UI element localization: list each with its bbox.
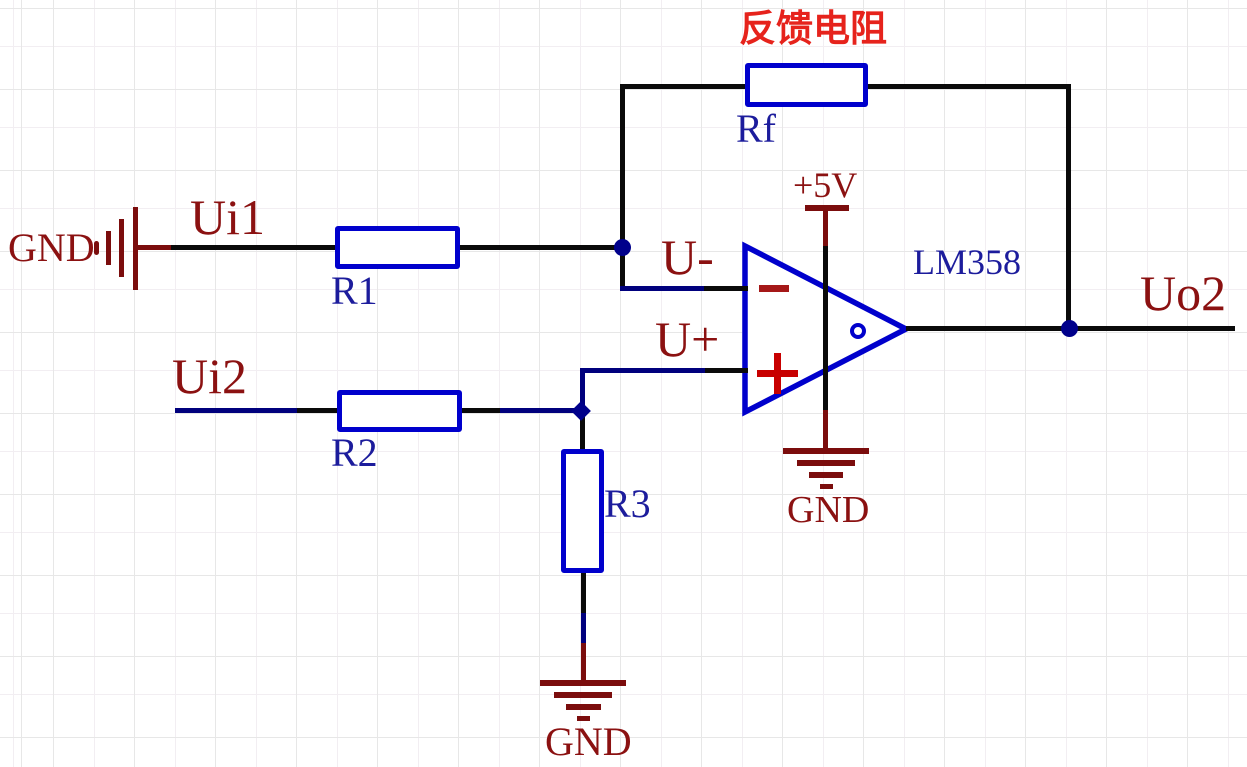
- uo2-net-label: Uo2: [1140, 265, 1227, 321]
- gnd-left-bar-2: [119, 219, 124, 277]
- ui1-net-label: Ui1: [190, 189, 265, 245]
- opamp-part-number: LM358: [913, 242, 1021, 282]
- gnd-bottom-bar-3: [566, 704, 601, 710]
- gnd-bottom-label: GND: [545, 719, 632, 764]
- power-5v-bar: [805, 205, 849, 211]
- wire-5v-stub: [823, 208, 828, 248]
- u-minus-label: U-: [661, 229, 714, 285]
- supply-5v-label: +5V: [793, 165, 858, 205]
- gnd-opamp-bar-1: [783, 448, 869, 454]
- gnd-opamp-bar-4: [820, 484, 833, 489]
- wire-uplus-pin: [705, 368, 748, 373]
- r2-designator: R2: [331, 430, 378, 475]
- wire-ui2-navy: [175, 408, 299, 413]
- opamp-plus-mark-v: [774, 353, 781, 394]
- r1-designator: R1: [331, 268, 378, 313]
- r3-designator: R3: [604, 481, 651, 526]
- gnd-left-bar-3: [106, 231, 111, 265]
- opamp-minus-mark: [759, 285, 789, 292]
- wire-r3-bottom-black: [581, 571, 586, 615]
- wire-r3-bottom-navy: [581, 613, 586, 645]
- gnd-bottom-bar-1: [540, 680, 626, 686]
- wire-ui2-to-r2: [297, 408, 339, 413]
- gnd-bottom-bar-2: [554, 692, 612, 698]
- junction-dot-output: [1061, 320, 1078, 337]
- wire-uminus-pin: [704, 286, 748, 291]
- wire-ui1-to-r1: [171, 245, 339, 250]
- opamp-output-circle: [850, 323, 866, 339]
- gnd-left-bar-1: [133, 207, 138, 290]
- wire-supply-vertical: [823, 246, 828, 412]
- wire-junction-to-r3: [580, 411, 585, 453]
- wire-uplus-navy: [580, 368, 707, 373]
- wire-opamp-to-gnd: [823, 410, 828, 451]
- gnd-left-bar-4: [94, 241, 99, 255]
- gnd-bottom-bar-4: [577, 716, 590, 721]
- u-plus-label: U+: [655, 311, 720, 367]
- wire-feedback-right-vertical: [1066, 84, 1071, 331]
- gnd-opamp-bar-2: [797, 460, 855, 466]
- wire-uplus-vertical: [580, 368, 585, 414]
- resistor-rf-body: [745, 63, 868, 107]
- gnd-left-label: GND: [8, 225, 95, 270]
- resistor-r2-body: [337, 390, 462, 432]
- wire-r1-to-junction: [458, 245, 625, 250]
- gnd-opamp-bar-3: [809, 472, 843, 478]
- gnd-opamp-label: GND: [787, 489, 870, 531]
- wire-r3-to-gnd: [581, 643, 586, 685]
- wire-uminus-navy: [620, 286, 706, 291]
- wire-gnd-left-stub: [137, 245, 173, 250]
- rf-designator: Rf: [736, 106, 776, 151]
- wire-r2-to-junction: [500, 408, 584, 413]
- resistor-r3-body: [561, 449, 604, 573]
- resistor-r1-body: [335, 226, 460, 269]
- feedback-resistor-title: 反馈电阻: [739, 7, 887, 50]
- wire-feedback-left-vertical: [620, 84, 625, 291]
- wire-r2-pin-right: [460, 408, 502, 413]
- ui2-net-label: Ui2: [172, 348, 247, 404]
- junction-dot-inverting: [614, 239, 631, 256]
